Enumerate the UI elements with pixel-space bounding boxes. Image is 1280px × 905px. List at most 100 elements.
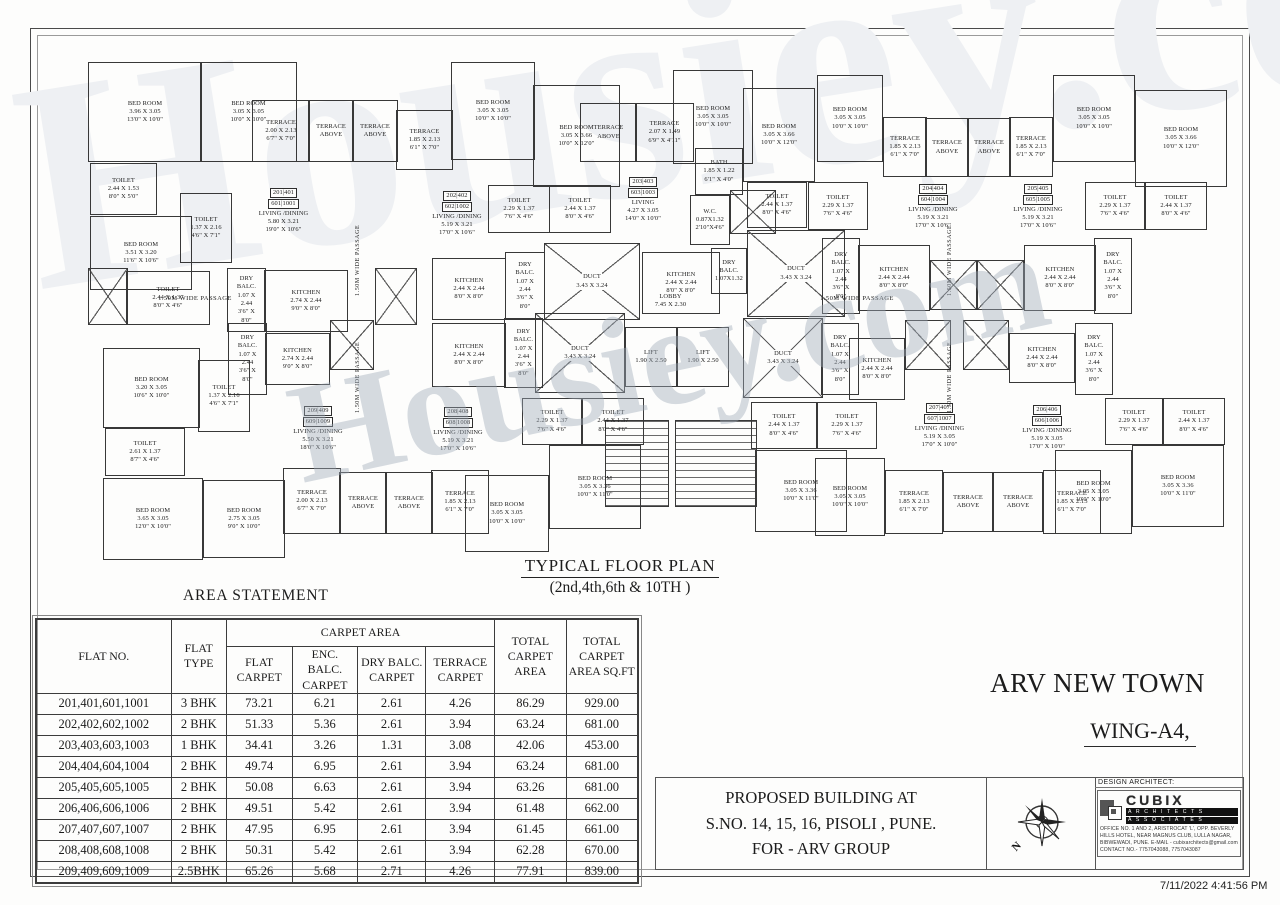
duct-shaft bbox=[905, 320, 951, 370]
table-cell: 3.94 bbox=[425, 818, 496, 841]
table-cell: 6.95 bbox=[291, 755, 359, 778]
table-cell: 5.68 bbox=[291, 860, 359, 884]
table-cell: 2 BHK bbox=[170, 776, 227, 799]
table-cell: 42.06 bbox=[494, 734, 567, 757]
duct-shaft bbox=[330, 320, 374, 370]
table-cell: 207,407,607,1007 bbox=[35, 818, 172, 841]
duct-shaft bbox=[977, 260, 1024, 310]
table-cell: 6.21 bbox=[291, 692, 359, 715]
print-timestamp: 7/11/2022 4:41:56 PM bbox=[1160, 880, 1268, 892]
passage-label: 1.50M WIDE PASSAGE bbox=[158, 294, 232, 302]
table-cell: 2.61 bbox=[357, 818, 427, 841]
table-cell: 2.71 bbox=[357, 860, 427, 884]
table-cell: 3.94 bbox=[425, 797, 496, 820]
table-cell: 205,405,605,1005 bbox=[35, 776, 172, 799]
table-cell: 681.00 bbox=[565, 776, 639, 799]
architect-block: DESIGN ARCHITECT: CUBIX A R C H I T E C … bbox=[1095, 777, 1244, 870]
col-total-sqft: TOTAL CARPET AREA SQ.FT bbox=[565, 618, 639, 694]
table-cell: 49.74 bbox=[225, 755, 293, 778]
table-cell: 670.00 bbox=[565, 839, 639, 862]
table-cell: 50.31 bbox=[225, 839, 293, 862]
wing-label: WING-A4, bbox=[1040, 718, 1240, 747]
duct-shaft bbox=[930, 260, 977, 310]
table-cell: 661.00 bbox=[565, 818, 639, 841]
table-header: FLAT NO. FLAT TYPE CARPET AREA TOTAL CAR… bbox=[35, 618, 639, 694]
table-cell: 202,402,602,1002 bbox=[35, 713, 172, 736]
table-cell: 208,408,608,1008 bbox=[35, 839, 172, 862]
table-cell: 2 BHK bbox=[170, 755, 227, 778]
col-total-carpet: TOTAL CARPET AREA bbox=[494, 618, 567, 694]
plan-title: TYPICAL FLOOR PLAN bbox=[520, 556, 720, 578]
address-line4: CONTACT NO.- 7757043088, 7757043087 bbox=[1100, 846, 1201, 853]
table-cell: 2.61 bbox=[357, 839, 427, 862]
address-line1: OFFICE NO. 1 AND 2, ARISTROCAT 'L', OPP.… bbox=[1100, 826, 1235, 832]
table-cell: 839.00 bbox=[565, 860, 639, 884]
passage-label-vertical: 1.50M WIDE PASSAGE bbox=[947, 224, 953, 296]
table-cell: 201,401,601,1001 bbox=[35, 692, 172, 715]
table-cell: 203,403,603,1003 bbox=[35, 734, 172, 757]
duct-shaft bbox=[88, 268, 128, 325]
compass-rose-icon: N bbox=[1010, 797, 1066, 853]
staircase bbox=[675, 420, 757, 507]
col-flat-no: FLAT NO. bbox=[35, 618, 172, 694]
duct-shaft bbox=[730, 190, 776, 234]
architect-address: OFFICE NO. 1 AND 2, ARISTROCAT 'L', OPP.… bbox=[1100, 826, 1238, 854]
table-cell: 3.08 bbox=[425, 734, 496, 757]
table-cell: 209,409,609,1009 bbox=[35, 860, 172, 884]
table-cell: 63.26 bbox=[494, 776, 567, 799]
table-cell: 61.45 bbox=[494, 818, 567, 841]
associates-bar: A S S O C I A T E S bbox=[1126, 816, 1238, 824]
table-cell: 681.00 bbox=[565, 755, 639, 778]
project-name: ARV NEW TOWN bbox=[990, 668, 1205, 698]
sheet-border-inner bbox=[37, 35, 1243, 870]
proposed-building-block: PROPOSED BUILDING AT S.NO. 14, 15, 16, P… bbox=[655, 777, 987, 870]
passage-label-vertical: 1.50M WIDE PASSAGE bbox=[355, 341, 361, 413]
